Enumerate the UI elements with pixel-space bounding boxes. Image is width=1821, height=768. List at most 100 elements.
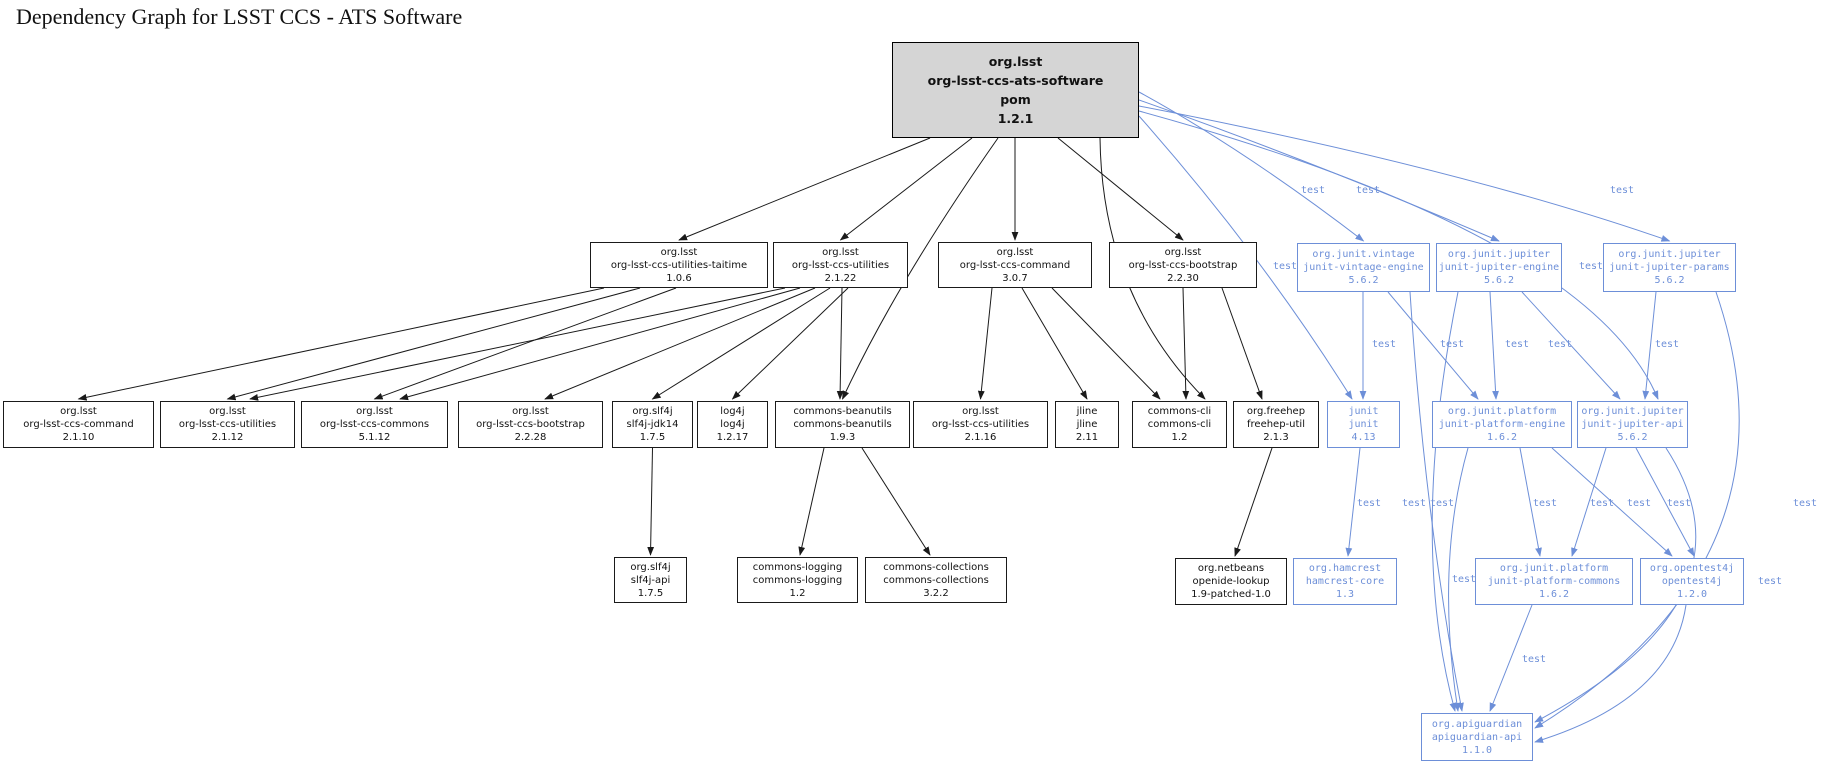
edge-utils22-log4j bbox=[731, 287, 849, 400]
node-vintage-line: junit-vintage-engine bbox=[1303, 262, 1424, 273]
edge-japi-opentest bbox=[1635, 447, 1695, 557]
node-cmd2110-line: org.lsst bbox=[60, 406, 97, 417]
node-junit-line: junit bbox=[1348, 406, 1379, 417]
node-root-line: 1.2.1 bbox=[997, 111, 1034, 126]
node-jparams-line: org.junit.jupiter bbox=[1618, 249, 1721, 260]
node-taitime-line: org.lsst bbox=[660, 246, 698, 258]
node-log4j-line: log4j bbox=[720, 406, 745, 417]
node-boot228-line: 2.2.28 bbox=[514, 432, 547, 443]
node-boot230-line: org-lsst-ccs-bootstrap bbox=[1128, 259, 1238, 271]
graph-title: Dependency Graph for LSST CCS - ATS Soft… bbox=[16, 4, 463, 29]
node-ccoll-line: 3.2.2 bbox=[923, 587, 949, 599]
edge-label-test: test bbox=[1655, 339, 1679, 350]
node-pcommons-line: junit-platform-commons bbox=[1487, 576, 1621, 587]
node-jengine: org.junit.jupiter junit-jupiter-engine 5.6… bbox=[1436, 243, 1562, 292]
edge-root-jparams bbox=[1138, 105, 1671, 242]
edge-label-test: test bbox=[1548, 339, 1572, 350]
edge-jparams-apiguard bbox=[1534, 291, 1740, 729]
edge-label-test: test bbox=[1793, 498, 1817, 509]
edge-label-test: test bbox=[1301, 185, 1325, 196]
node-boot230-line: 2.2.30 bbox=[1167, 272, 1199, 284]
node-openide-line: org.netbeans bbox=[1197, 563, 1265, 574]
node-clog-line: 1.2 bbox=[789, 587, 806, 599]
edge-root-jengine bbox=[1138, 99, 1500, 242]
edge-label-test: test bbox=[1758, 576, 1782, 587]
edge-label-test: test bbox=[1579, 261, 1603, 272]
node-root-line: org-lsst-ccs-ats-software bbox=[927, 73, 1104, 88]
node-jengine-line: junit-jupiter-engine bbox=[1438, 262, 1560, 273]
edge-boot230-freehep bbox=[1221, 287, 1263, 400]
node-jparams-line: junit-jupiter-params bbox=[1609, 262, 1730, 273]
node-pengine-line: org.junit.platform bbox=[1447, 406, 1557, 417]
node-clog-line: commons-logging bbox=[752, 561, 843, 573]
node-utils2112-line: org-lsst-ccs-utilities bbox=[178, 419, 277, 430]
node-utils2112: org.lsst org-lsst-ccs-utilities 2.1.12 bbox=[160, 401, 295, 448]
node-vintage-line: 5.6.2 bbox=[1348, 275, 1379, 286]
node-apiguard-line: 1.1.0 bbox=[1461, 744, 1493, 756]
node-opentest-line: 1.2.0 bbox=[1676, 589, 1708, 600]
node-utils2116: org.lsst org-lsst-ccs-utilities 2.1.16 bbox=[913, 401, 1048, 448]
edge-taitime-utils2112 bbox=[226, 287, 641, 401]
node-commons-line: 5.1.12 bbox=[358, 432, 391, 443]
edge-cmd307-utils2116 bbox=[977, 287, 993, 400]
node-ccli-line: commons-cli bbox=[1147, 419, 1212, 430]
node-freehep-line: org.freehep bbox=[1246, 406, 1306, 417]
edge-utils22-boot228 bbox=[544, 287, 816, 400]
node-slf4jjdk-line: slf4j-jdk14 bbox=[626, 419, 679, 430]
node-japi-line: 5.6.2 bbox=[1617, 432, 1648, 443]
edge-label-test: test bbox=[1430, 498, 1454, 509]
node-utils2116-line: org.lsst bbox=[962, 406, 999, 417]
node-slf4japi-line: 1.7.5 bbox=[637, 587, 664, 599]
node-pengine-line: 1.6.2 bbox=[1486, 432, 1518, 443]
edge-root-utils22 bbox=[839, 137, 973, 241]
node-hamcrest-line: hamcrest-core bbox=[1305, 576, 1385, 587]
node-jline-line: jline bbox=[1076, 406, 1098, 417]
node-beanutils-line: commons-beanutils bbox=[793, 419, 892, 430]
edge-pengine-pcommons bbox=[1519, 447, 1542, 557]
edge-pengine-apiguard bbox=[1448, 447, 1469, 712]
edge-pcommons-apiguard bbox=[1489, 604, 1533, 712]
edge-label-test: test bbox=[1452, 574, 1476, 585]
node-japi-line: org.junit.jupiter bbox=[1581, 406, 1684, 417]
node-utils2112-line: 2.1.12 bbox=[211, 432, 244, 443]
node-slf4japi-line: slf4j-api bbox=[630, 574, 671, 586]
node-utils2116-line: 2.1.16 bbox=[964, 432, 997, 443]
edge-boot230-ccli bbox=[1182, 287, 1190, 400]
edge-label-test: test bbox=[1610, 185, 1634, 196]
node-beanutils-line: commons-beanutils bbox=[793, 406, 892, 417]
node-utils22-line: 2.1.22 bbox=[824, 272, 857, 284]
edge-utils22-utils2112 bbox=[249, 287, 786, 401]
edge-label-test: test bbox=[1590, 498, 1614, 509]
node-jengine-line: 5.6.2 bbox=[1483, 275, 1515, 286]
node-root-line: pom bbox=[1000, 92, 1031, 107]
edge-pengine-opentest bbox=[1551, 447, 1673, 557]
node-jline-line: jline bbox=[1076, 419, 1098, 430]
node-commons-line: org.lsst bbox=[356, 406, 393, 417]
edge-japi-pcommons bbox=[1571, 447, 1607, 557]
node-utils2116-line: org-lsst-ccs-utilities bbox=[931, 419, 1030, 430]
edge-label-test: test bbox=[1372, 339, 1396, 350]
node-jengine-line: org.junit.jupiter bbox=[1447, 249, 1551, 260]
node-utils2112-line: org.lsst bbox=[209, 406, 246, 417]
edge-label-test: test bbox=[1356, 185, 1380, 196]
node-cmd2110-line: org-lsst-ccs-command bbox=[23, 419, 134, 430]
node-opentest-line: org.opentest4j bbox=[1649, 563, 1735, 574]
node-cmd2110-line: 2.1.10 bbox=[62, 432, 95, 443]
node-pcommons-line: 1.6.2 bbox=[1538, 589, 1570, 600]
edge-label-test: test bbox=[1667, 498, 1691, 509]
